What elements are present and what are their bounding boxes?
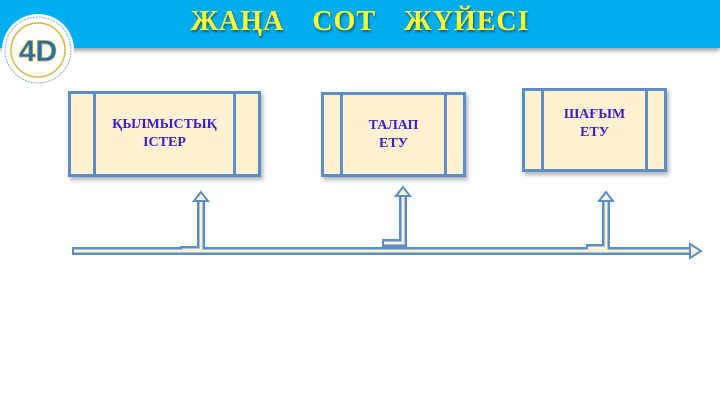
arrowhead-up-icon	[596, 190, 616, 202]
arrowhead-right-icon	[689, 242, 703, 260]
box-label: ШАҒЫМ ЕТУ	[563, 107, 626, 140]
box-claim: ТАЛАП ЕТУ	[321, 92, 466, 177]
box-label: ТАЛАП ЕТУ	[368, 117, 419, 151]
box-appeal: ШАҒЫМ ЕТУ	[522, 88, 667, 172]
box-label: ҚЫЛМЫСТЫҚ ІСТЕР	[112, 117, 217, 150]
arrow-up-3	[586, 199, 610, 252]
page-title: ЖАҢА СОТ ЖҮЙЕСІ	[190, 6, 530, 37]
arrowhead-up-icon	[393, 185, 413, 197]
box-criminal-cases: ҚЫЛМЫСТЫҚ ІСТЕР	[68, 91, 261, 177]
svg-text:4D: 4D	[19, 35, 57, 68]
logo: 4D	[2, 14, 74, 86]
logo-4d-icon: 4D	[4, 16, 72, 84]
arrow-up-2	[382, 194, 407, 247]
arrowhead-up-icon	[191, 190, 211, 202]
header-banner: ЖАҢА СОТ ЖҮЙЕСІ	[0, 0, 720, 48]
arrow-up-1	[180, 199, 205, 254]
